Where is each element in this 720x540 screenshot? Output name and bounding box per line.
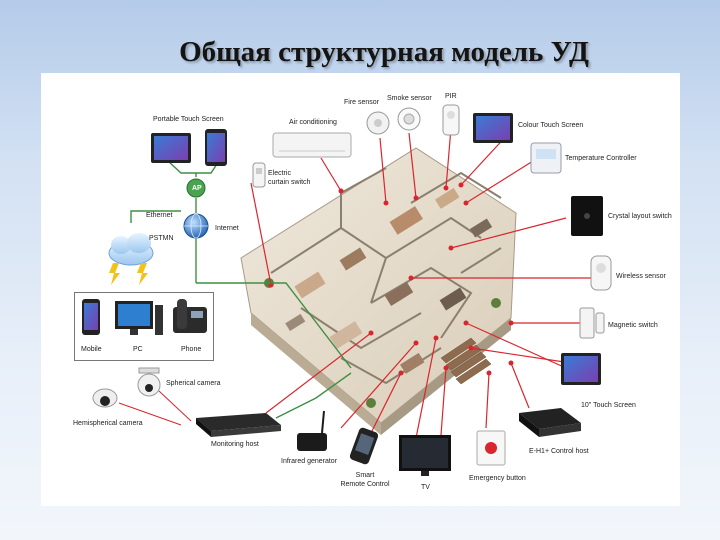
touch-screen-10-icon	[561, 353, 601, 385]
touch-screen-10-label: 10" Touch Screen	[581, 402, 636, 409]
tablet-icon	[151, 133, 191, 163]
device-group-icons	[82, 299, 207, 335]
infrared-generator-icon	[297, 410, 327, 451]
fire-sensor-label: Fire sensor	[344, 99, 380, 106]
smoke-sensor-label: Smoke sensor	[387, 95, 432, 102]
hemispherical-camera-label: Hemispherical camera	[73, 420, 143, 427]
spherical-camera-label: Spherical camera	[166, 380, 221, 387]
smart-remote-label-line2: Remote Control	[340, 481, 390, 488]
house-floorplan	[240, 147, 517, 435]
ap-icon	[186, 178, 206, 198]
pir-sensor-icon	[442, 104, 460, 136]
magnetic-switch-icon	[579, 307, 605, 339]
smart-remote-icon	[349, 427, 379, 465]
temperature-controller-label: Temperature Controller	[565, 155, 637, 162]
smart-remote-label-line1: Smart	[355, 472, 375, 479]
diagram-canvas	[92, 104, 612, 476]
wireless-sensor-label: Wireless sensor	[616, 273, 666, 280]
hemispherical-camera-icon	[92, 388, 118, 408]
infrared-generator-label: Infrared generator	[281, 458, 338, 465]
mobile-icon	[82, 299, 100, 335]
page-title: Общая структурная модель УД	[179, 36, 589, 68]
internet-label: Internet	[215, 225, 239, 232]
pstmn-label: PSTMN	[149, 235, 174, 242]
control-host-icon	[519, 408, 581, 437]
desk-phone-icon	[173, 299, 207, 333]
control-host-label: E-H1+ Control host	[529, 448, 589, 455]
curtain-switch-icon	[252, 162, 266, 188]
phone-label: Phone	[181, 346, 202, 353]
internet-globe-icon	[183, 213, 209, 239]
smart-home-diagram: Portable Touch Screen Air conditioning F…	[41, 73, 680, 506]
air-conditioning-label: Air conditioning	[289, 119, 337, 126]
spherical-camera-icon	[137, 367, 161, 397]
temperature-controller-icon	[530, 142, 562, 174]
colour-touch-screen-label: Colour Touch Screen	[518, 122, 584, 129]
pc-icon	[115, 301, 163, 335]
mobile-label: Mobile	[81, 346, 102, 353]
tv-icon	[399, 435, 451, 476]
monitoring-host-label: Monitoring host	[211, 441, 259, 448]
wireless-sensor-icon	[590, 255, 612, 291]
colour-touch-screen-icon	[473, 113, 513, 143]
curtain-switch-label-line1: Electric	[268, 170, 291, 177]
device-connector-lines	[250, 127, 596, 439]
emergency-button-label: Emergency button	[469, 475, 526, 482]
smartphone-icon	[205, 129, 227, 166]
pir-label: PIR	[445, 93, 457, 100]
tv-label: TV	[421, 484, 430, 491]
cloud-icon	[108, 233, 154, 285]
ethernet-label: Ethernet	[146, 212, 173, 219]
smoke-sensor-icon	[397, 107, 421, 131]
crystal-layout-switch-label: Crystal layout switch	[608, 213, 672, 220]
emergency-button-icon	[476, 430, 506, 466]
monitoring-host-icon	[196, 413, 281, 437]
fire-sensor-icon	[366, 111, 390, 135]
crystal-switch-icon	[571, 196, 603, 236]
network-lines	[130, 160, 352, 419]
device-group-box	[74, 292, 214, 361]
ap-label: AP	[192, 185, 202, 192]
magnetic-switch-label: Magnetic switch	[608, 322, 658, 329]
pc-label: PC	[133, 346, 143, 353]
portable-touch-screen-label: Portable Touch Screen	[153, 116, 224, 123]
curtain-switch-label-line2: curtain switch	[268, 179, 311, 186]
air-conditioner-icon	[272, 132, 352, 158]
